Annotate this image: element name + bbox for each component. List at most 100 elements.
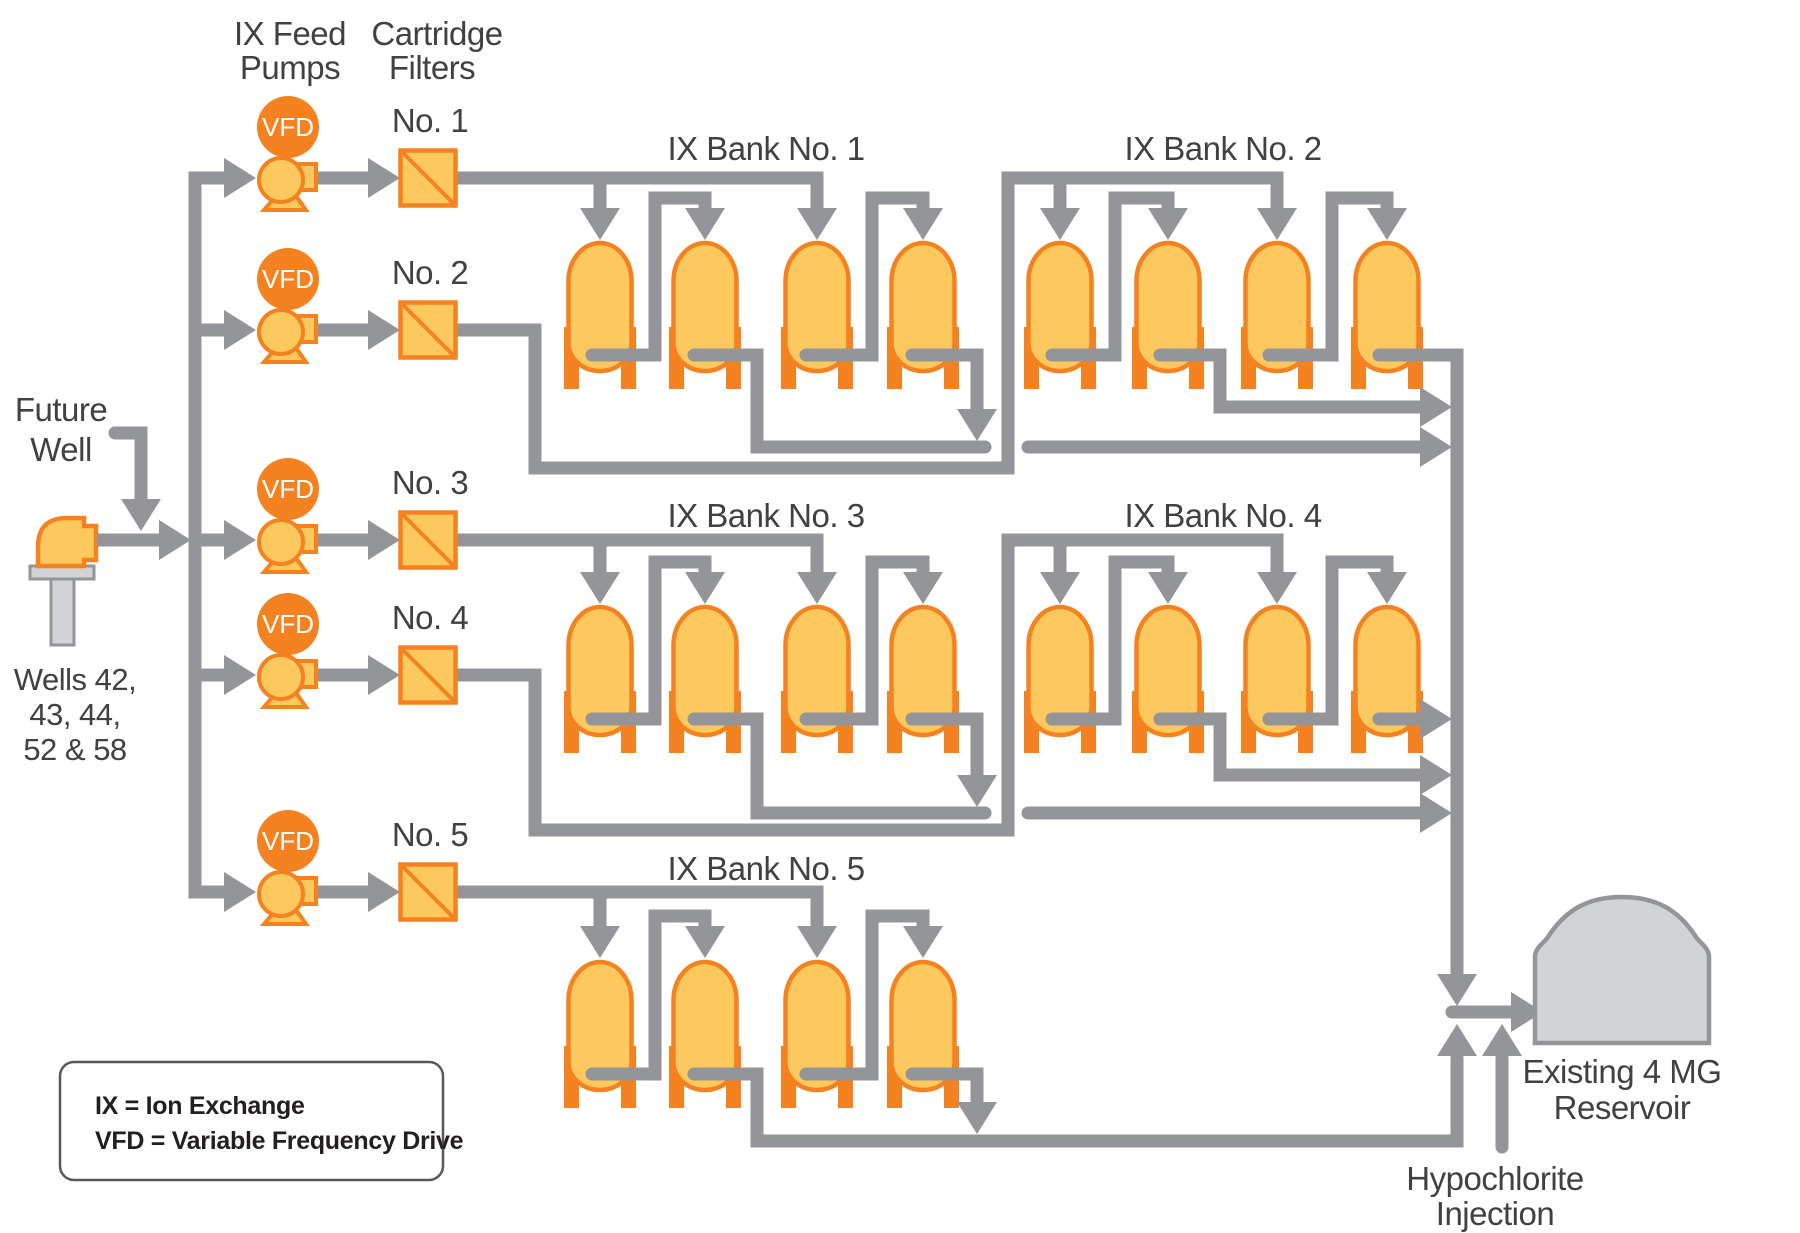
well-pedestal-stem (49, 577, 76, 647)
pipe-header (455, 533, 824, 580)
vessel (1241, 243, 1313, 389)
pipe-header (455, 885, 824, 932)
arrowhead (368, 310, 400, 350)
label-ix-feed-pumps-1: IX Feed (234, 15, 346, 52)
vessel (669, 243, 741, 389)
pipe-header (455, 171, 824, 216)
pipe (1153, 348, 1431, 414)
pipe (905, 1067, 984, 1112)
cartridge-filter (401, 865, 456, 920)
label-wells-3: 52 & 58 (23, 732, 126, 767)
pipe (905, 348, 984, 419)
label-filter-4: No. 4 (392, 599, 469, 636)
arrowhead (1420, 427, 1452, 467)
pipe (687, 348, 992, 454)
label-future-well-1: Future (15, 391, 107, 428)
pipe-header (455, 171, 1284, 475)
vessel (669, 607, 741, 753)
pipe (585, 909, 712, 1081)
vessel (887, 607, 959, 753)
vessel (564, 607, 636, 753)
well-source (28, 515, 99, 647)
pipe-collector (1372, 348, 1464, 985)
pump-vfd-unit (255, 246, 321, 364)
bank1-piping (455, 171, 1452, 467)
vessel (1132, 607, 1204, 753)
pump-vfd-unit (255, 808, 321, 926)
pipe (1045, 191, 1175, 362)
label-bank-5: IX Bank No. 5 (667, 850, 864, 887)
arrowhead (903, 572, 943, 604)
vessel (781, 243, 853, 389)
pipe (1262, 191, 1394, 362)
pipe (1262, 555, 1394, 726)
label-wells-2: 43, 44, (29, 697, 120, 732)
arrowhead (957, 1102, 997, 1134)
pipe (1153, 712, 1431, 782)
label-bank-2: IX Bank No. 2 (1124, 130, 1321, 167)
label-bank-4: IX Bank No. 4 (1124, 497, 1321, 534)
pipe (687, 712, 992, 820)
label-filter-1: No. 1 (392, 102, 468, 139)
reservoir-tank (1532, 894, 1712, 1046)
well-elbow (35, 515, 99, 569)
arrowhead (368, 655, 400, 695)
cartridge-filter (401, 151, 456, 206)
arrowhead (1040, 572, 1080, 604)
arrowhead (1257, 572, 1297, 604)
vessel (564, 243, 636, 389)
arrowhead (1420, 755, 1452, 795)
arrowhead (957, 775, 997, 807)
pipe-future-well (108, 426, 148, 507)
arrowhead (580, 926, 620, 958)
pump-vfd-unit (255, 591, 321, 709)
vessel (1132, 243, 1204, 389)
arrowhead (1420, 387, 1452, 427)
ix-feed-pumps (255, 94, 321, 926)
pipe-header (455, 533, 1284, 837)
label-bank-3: IX Bank No. 3 (667, 497, 864, 534)
arrowhead (903, 926, 943, 958)
pump-vfd-unit (255, 94, 321, 212)
arrowhead (224, 310, 256, 350)
vessel (1241, 607, 1313, 753)
label-cartridge-filters-2: Filters (389, 49, 475, 86)
arrowhead (224, 520, 256, 560)
bank4-piping (455, 533, 1452, 837)
pipe (905, 712, 984, 785)
label-reservoir-1: Existing 4 MG (1523, 1053, 1722, 1090)
arrowhead (368, 520, 400, 560)
vessel (887, 962, 959, 1108)
arrowhead (1420, 793, 1452, 833)
arrowhead (1148, 572, 1188, 604)
cartridge-filter (401, 648, 456, 703)
label-filter-3: No. 3 (392, 464, 468, 501)
cartridge-filter (401, 513, 456, 568)
vessel (564, 962, 636, 1108)
arrowhead (1257, 208, 1297, 240)
label-future-well-2: Well (30, 431, 92, 468)
arrowhead (1367, 572, 1407, 604)
ix-vessels (564, 243, 1423, 1108)
vessel (1024, 607, 1096, 753)
arrowhead (903, 208, 943, 240)
feed-piping (97, 158, 400, 912)
label-hypochlorite-1: Hypochlorite (1406, 1160, 1583, 1197)
legend-line-2: VFD = Variable Frequency Drive (95, 1127, 464, 1155)
arrowhead (1040, 208, 1080, 240)
vessel (887, 243, 959, 389)
legend-box (58, 1060, 445, 1182)
arrowhead (224, 872, 256, 912)
arrowhead (1148, 208, 1188, 240)
label-cartridge-filters-1: Cartridge (371, 15, 502, 52)
arrowhead (121, 499, 161, 531)
pipe (799, 555, 930, 726)
vessel (1351, 243, 1423, 389)
pipe (585, 191, 712, 362)
legend-line-1: IX = Ion Exchange (95, 1092, 305, 1120)
arrowhead (368, 158, 400, 198)
outlet-piping (1445, 992, 1543, 1154)
bank2-piping (455, 171, 1477, 1006)
